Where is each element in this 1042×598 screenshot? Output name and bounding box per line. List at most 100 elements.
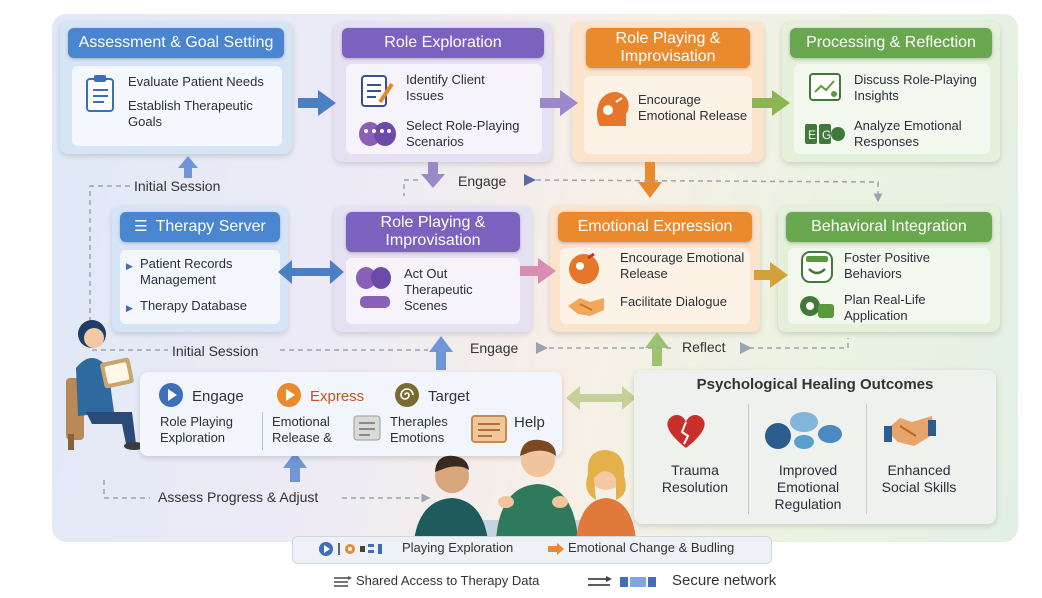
dashed-initial-top: [89, 185, 130, 328]
label-engage-top: Engage: [458, 173, 507, 189]
roleplay-mid-item-1: Act Out Therapeutic Scenes: [404, 266, 473, 313]
card-processing-title: Processing & Reflection: [790, 28, 992, 58]
dashed-reflect: [540, 338, 849, 349]
legend-help: Help: [514, 414, 545, 431]
card-assessment: Assessment & Goal Setting Evaluate Patie…: [60, 22, 292, 154]
processing-item-2: Analyze Emotional Responses: [854, 118, 962, 149]
label-initial-session-top: Initial Session: [134, 178, 221, 194]
menu-icon: ☰: [134, 218, 148, 235]
smile-icon: [801, 251, 833, 283]
card-emotional-expression-title: Emotional Expression: [558, 212, 752, 242]
chart-board-icon: [809, 73, 841, 101]
arrow-roleplay-down: [638, 162, 662, 198]
therapist-illustration: [66, 320, 144, 450]
emotional-item-1: Encourage Emotional Release: [620, 250, 745, 281]
arrow-up-to-legend: [283, 452, 307, 482]
secure-network-icon: [588, 576, 656, 587]
card-therapy-server: ☰ Therapy Server ▶ Patient Records Manage…: [112, 206, 288, 332]
legend-col-1: Role Playing Exploration: [160, 414, 233, 445]
footer-icons-left: [319, 542, 382, 556]
group-therapy-illustration: [414, 439, 636, 540]
help-board-icon: [471, 415, 507, 443]
checklist-icon: [361, 75, 394, 107]
play-icon: [277, 383, 301, 407]
card-role-exploration: Role Exploration Identify Client Issues …: [334, 22, 552, 162]
theater-masks-icon: [359, 122, 396, 146]
outcomes-divider-2: [866, 404, 867, 514]
label-reflect: Reflect: [682, 339, 726, 355]
footer-emotional-change: Emotional Change & Budling: [568, 540, 735, 555]
orange-head-icon: [569, 252, 599, 284]
handshake-icon: [568, 298, 604, 316]
roleplay-top-item-1: Encourage Emotional Release: [638, 92, 748, 123]
card-therapy-server-title: ☰ Therapy Server: [120, 212, 280, 242]
processing-item-1: Discuss Role-Playing Insights: [854, 72, 977, 103]
arrow-assessment-to-exploration: [298, 90, 336, 116]
behavioral-item-2: Plan Real-Life Application: [844, 292, 926, 323]
label-initial-session-bottom: Initial Session: [172, 343, 259, 359]
arrow-roleplay-to-processing: [752, 90, 790, 116]
card-assessment-title: Assessment & Goal Setting: [68, 28, 284, 58]
behavioral-item-1: Foster Positive Behaviors: [844, 250, 930, 281]
exploration-item-1: Identify Client Issues: [406, 72, 485, 103]
footer-secure-network: Secure network: [672, 572, 777, 589]
svg-text:E: E: [808, 128, 816, 142]
card-behavioral-integration: Behavioral Integration Foster Positive B…: [778, 206, 1000, 332]
arrow-exploration-down: [421, 162, 445, 188]
svg-text:G: G: [822, 128, 831, 142]
legend-divider-1: [262, 412, 263, 450]
card-role-playing-top-title: Role Playing & Improvisation: [586, 28, 750, 68]
bullet-icon: ▶: [126, 261, 133, 271]
theater-masks-icon: [356, 267, 391, 308]
card-role-playing-mid-body: [346, 258, 520, 324]
outcomes-divider-1: [748, 404, 749, 514]
assessment-item-1: Evaluate Patient Needs: [128, 74, 264, 89]
legend-col-2: Emotional Release &: [272, 414, 332, 445]
exploration-item-2: Select Role-Playing Scenarios: [406, 118, 520, 149]
outcomes-title: Psychological Healing Outcomes: [696, 376, 934, 393]
play-icon: [159, 383, 183, 407]
arrow-up-initial: [178, 156, 198, 178]
reflect-arrowhead: [740, 342, 752, 354]
head-emotion-icon: [596, 92, 629, 126]
label-engage-bottom: Engage: [470, 340, 519, 356]
therapy-server-title-text: Therapy Server: [155, 218, 266, 235]
outcome-trauma: Trauma Resolution: [661, 462, 729, 495]
arrow-server-exploration: [278, 260, 344, 284]
footer-playing-exploration: Playing Exploration: [402, 540, 514, 555]
server-item-1: Patient Records Management: [140, 256, 233, 287]
bullet-icon: ▶: [126, 303, 133, 313]
legend-engage: Engage: [192, 388, 244, 405]
arrow-up-to-emotional: [645, 332, 669, 366]
clipboard-icon: [86, 75, 114, 112]
document-icon: [353, 415, 381, 441]
outcomes-panel: [634, 370, 996, 524]
outcome-social: Enhanced Social Skills: [881, 462, 957, 495]
card-role-playing-mid-title: Role Playing & Improvisation: [346, 212, 520, 252]
dashed-engage-top-left: [403, 179, 418, 196]
assessment-item-2: Establish Therapeutic Goals: [128, 98, 253, 129]
arrow-up-to-roleplay-mid: [429, 336, 453, 370]
engage-arrowhead: [524, 174, 536, 186]
card-role-playing-mid: Role Playing & Improvisation Act Out The…: [334, 206, 532, 332]
chat-bubbles-icon: [765, 412, 842, 449]
card-role-playing-top: Role Playing & Improvisation Encourage E…: [572, 22, 764, 162]
card-therapy-server-body: [120, 250, 280, 324]
shared-data-icon: [334, 576, 352, 587]
footer-arrow-icon: [548, 543, 564, 555]
handshake-icon: [884, 416, 936, 446]
emotional-item-2: Facilitate Dialogue: [620, 294, 727, 309]
spiral-icon: [395, 383, 419, 407]
plan-icon: [800, 296, 834, 318]
card-emotional-expression: Emotional Expression Encourage Emotional…: [550, 206, 760, 332]
legend-target: Target: [428, 388, 470, 405]
arrow-emotional-to-behavioral: [754, 262, 788, 288]
legend-express: Express: [310, 388, 365, 405]
arrow-mid-to-emotional: [520, 258, 556, 284]
label-assess-progress: Assess Progress & Adjust: [158, 489, 319, 505]
heart-icon: [667, 415, 705, 448]
